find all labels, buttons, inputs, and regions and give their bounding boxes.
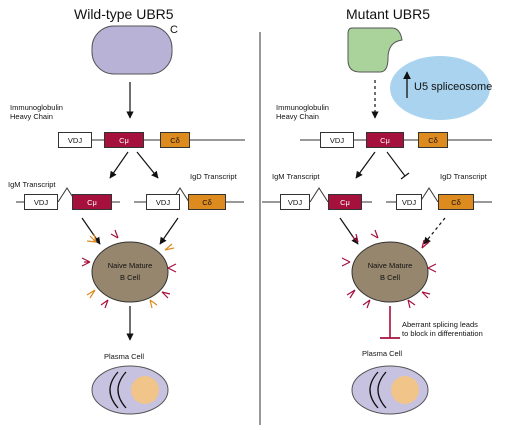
arrow-igd-to-cell-left xyxy=(159,217,179,245)
plasma-cell-label-left: Plasma Cell xyxy=(104,352,145,361)
igm-cmu-left: Cμ xyxy=(72,194,112,210)
plasma-cell-left xyxy=(91,365,169,415)
igd-transcript-label-right: IgD Transcript xyxy=(440,172,487,181)
vdj-segment-left: VDJ xyxy=(58,132,92,148)
igm-transcript-label-right: IgM Transcript xyxy=(272,172,320,181)
arrow-igd-to-cell-right xyxy=(423,217,446,245)
u5-spliceosome xyxy=(390,56,490,120)
igm-vdj-left: VDJ xyxy=(24,194,58,210)
right-panel-title: Mutant UBR5 xyxy=(346,6,431,22)
differentiation-block-icon xyxy=(380,306,400,339)
cdelta-segment-right: Cδ xyxy=(418,132,448,148)
igm-transcript-label-left: IgM Transcript xyxy=(8,180,56,189)
igd-cdelta-right: Cδ xyxy=(438,194,474,210)
arrow-to-igm-left xyxy=(109,151,129,179)
igd-cdelta-left: Cδ xyxy=(188,194,226,210)
arrow-to-igd-left xyxy=(136,151,159,179)
arrow-to-igm-right xyxy=(355,151,376,179)
igm-vdj-right: VDJ xyxy=(280,194,310,210)
naive-b-cell-left xyxy=(81,229,177,309)
igd-vdj-left: VDJ xyxy=(146,194,180,210)
left-panel-title: Wild-type UBR5 xyxy=(74,6,174,22)
igd-vdj-right: VDJ xyxy=(396,194,422,210)
inhibit-to-igd-right xyxy=(386,151,410,180)
arrow-igm-to-cell-left xyxy=(81,217,101,245)
wildtype-ubr5-protein xyxy=(91,25,173,75)
igm-cmu-right: Cμ xyxy=(328,194,362,210)
plasma-cell-right xyxy=(351,365,429,415)
naive-b-cell-right xyxy=(341,229,437,309)
spliceosome-label: U5 spliceosome xyxy=(414,81,493,93)
cmu-segment-left: Cμ xyxy=(104,132,144,148)
igd-transcript-label-left: IgD Transcript xyxy=(190,172,237,181)
vdj-segment-right: VDJ xyxy=(320,132,354,148)
plasma-cell-label-right: Plasma Cell xyxy=(362,349,403,358)
c-terminus-label: C xyxy=(170,24,178,36)
cmu-segment-right: Cμ xyxy=(366,132,404,148)
cdelta-segment-left: Cδ xyxy=(160,132,190,148)
mutant-ubr5-protein xyxy=(347,27,403,73)
